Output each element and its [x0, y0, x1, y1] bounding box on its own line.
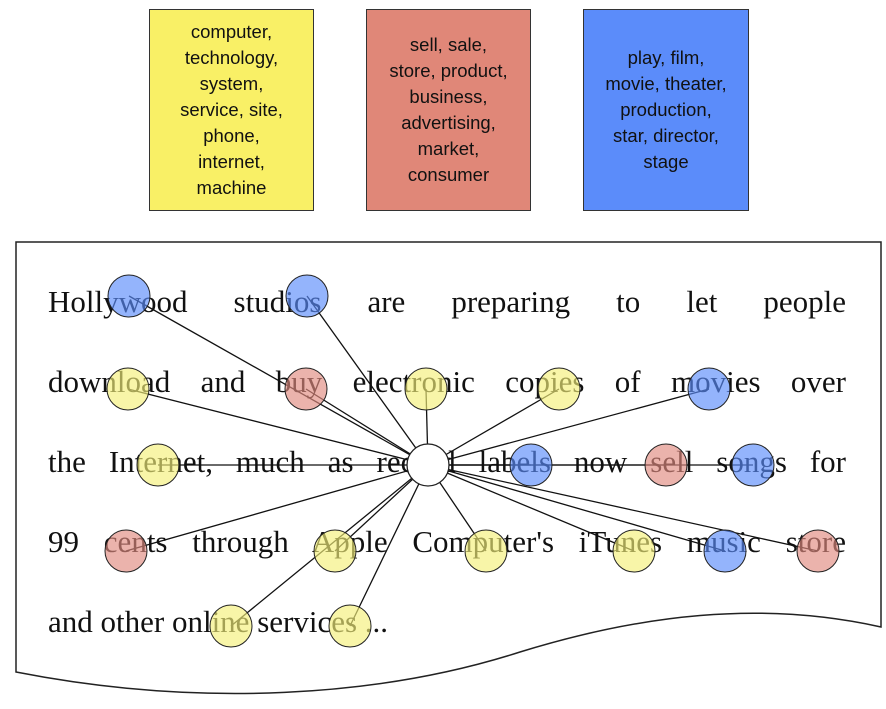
- topic-words-film: play, film, movie, theater, production, …: [605, 47, 727, 172]
- document-line: and other online services ...: [48, 604, 389, 639]
- document-line: Hollywood studios are preparing to let p…: [48, 284, 846, 319]
- topic-box-film: play, film, movie, theater, production, …: [583, 9, 749, 211]
- document-line: download and buy electronic copies of mo…: [48, 364, 846, 399]
- topic-box-technology: computer, technology, system, service, s…: [149, 9, 314, 211]
- topic-words-commerce: sell, sale, store, product, business, ad…: [389, 34, 508, 185]
- topic-words-technology: computer, technology, system, service, s…: [180, 21, 283, 198]
- topic-box-commerce: sell, sale, store, product, business, ad…: [366, 9, 531, 211]
- document-line: 99 cents through Apple Computer's iTunes…: [48, 524, 846, 559]
- document-line: the Internet, much as record labels now …: [48, 444, 846, 479]
